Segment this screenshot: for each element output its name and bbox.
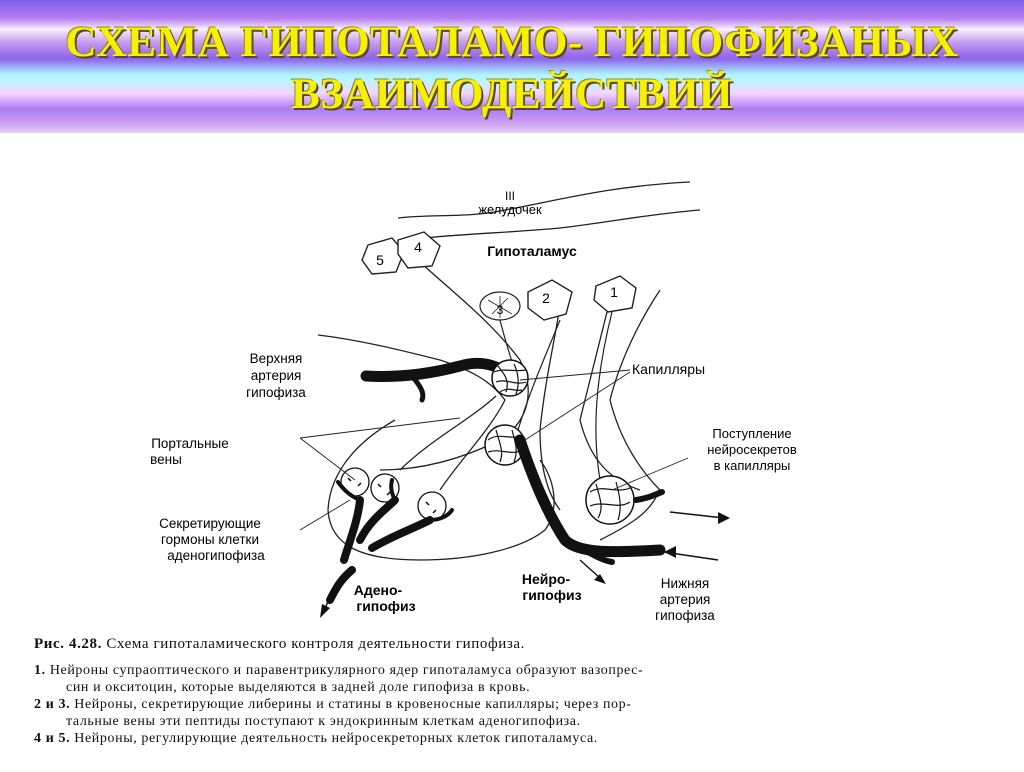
entry-label-2: нейросекретов: [707, 442, 797, 457]
neurohypophysis-outline: [599, 289, 661, 541]
leader-portal-2: [299, 417, 461, 439]
leader-secreting: [299, 499, 351, 531]
caption-paragraph-3-number: 4 и 5.: [34, 731, 71, 746]
portal-veins-label-2: вены: [150, 452, 182, 467]
caption-paragraph-1-text-2: син и окситоцин, которые выделяются в за…: [66, 680, 531, 695]
adeno-arrowhead: [320, 604, 330, 618]
figure-number: Рис. 4.28.: [34, 636, 102, 652]
capillary-loops-3: [589, 481, 631, 521]
caption-paragraph-2-number: 2 и 3.: [34, 697, 71, 712]
figure-caption-title: Рис. 4.28. Схема гипоталамического контр…: [34, 636, 525, 653]
lower-artery-arrowhead: [664, 546, 676, 558]
primary-capillary-plexus: [491, 359, 529, 397]
capillary-loops: [493, 363, 527, 395]
axon-2: [517, 319, 561, 431]
portal-veins-label-1: Портальные: [151, 436, 229, 451]
neuro-outflow-arrow: [579, 559, 601, 579]
caption-paragraph-1-number: 1.: [34, 663, 46, 678]
neuron-4: [397, 231, 441, 269]
neuron-1-number: 1: [610, 284, 618, 300]
diagram-figure: III желудочек Гипоталамус 4 5 2 1 3 Верх…: [0, 133, 1024, 767]
neuro-arrowhead: [594, 574, 606, 584]
neuron-5: [361, 237, 405, 275]
axon-1: [595, 311, 613, 481]
stalk-outline-right: [579, 299, 641, 491]
caption-paragraph-2-line-1: 2 и 3. Нейроны, секретирующие либерины и…: [34, 697, 632, 713]
adeno-venous-twigs: [336, 478, 454, 522]
neurohypophysis-label-2: гипофиз: [522, 587, 581, 603]
upper-artery-label-3: гипофиза: [246, 385, 306, 400]
ventricle-wall-lower: [424, 209, 701, 239]
brain-outline-left: [317, 334, 506, 401]
entry-arrow: [669, 511, 725, 519]
ventricle-number: III: [505, 189, 515, 203]
hypothalamus-label: Гипоталамус: [487, 243, 577, 259]
neuron-3-number: 3: [497, 303, 504, 317]
hypothalamus-pituitary-diagram: III желудочек Гипоталамус 4 5 2 1 3 Верх…: [150, 181, 797, 623]
entry-label-3: в капилляры: [714, 458, 791, 473]
adeno-cell-dots: [347, 477, 437, 514]
neuron-1: [593, 275, 637, 313]
caption-paragraph-1-line-1: 1. Нейроны супраоптического и паравентри…: [34, 663, 643, 679]
upper-artery-branch: [407, 371, 426, 403]
figure-title: Схема гипоталамического контроля деятель…: [106, 636, 526, 652]
neurohypophysis-capillaries: [585, 475, 635, 525]
leader-portal-1: [299, 437, 356, 481]
caption-paragraph-3-line-1: 4 и 5. Нейроны, регулирующие деятельност…: [34, 731, 598, 747]
neuron-4-number: 4: [414, 239, 422, 255]
lower-artery-label-2: артерия: [660, 592, 711, 607]
upper-artery-label-1: Верхняя: [250, 351, 303, 366]
caption-paragraph-2-text-2: тальные вены эти пептиды поступают к энд…: [66, 714, 581, 729]
secreting-label-2: гормоны клетки: [161, 532, 259, 547]
secreting-label-3: аденогипофиза: [167, 548, 265, 563]
neuron-3-fibers: [487, 296, 513, 318]
secreting-label-1: Секретирующие: [159, 516, 261, 531]
ventricle-label: желудочек: [478, 202, 542, 217]
portal-vein-2: [439, 399, 506, 491]
portal-vein-1: [399, 395, 497, 471]
title-banner: СХЕМА ГИПОТАЛАМО- ГИПОФИЗАНЫХ ВЗАИМОДЕЙС…: [0, 0, 1024, 133]
neuron-2-number: 2: [542, 290, 550, 306]
entry-label-1: Поступление: [712, 426, 791, 441]
caption-paragraph-3-text-1: Нейроны, регулирующие деятельность нейро…: [74, 731, 598, 746]
adeno-venous-tree: [326, 496, 434, 604]
lower-artery-label-3: гипофиза: [655, 608, 715, 623]
neurohypophysis-label-1: Нейро-: [522, 571, 571, 587]
leader-capillaries-2: [524, 371, 631, 441]
slide-title-line-1: СХЕМА ГИПОТАЛАМО- ГИПОФИЗАНЫХ: [65, 19, 959, 66]
capillaries-label: Капилляры: [632, 361, 705, 377]
lower-artery-branch-2: [563, 537, 615, 565]
capillary-loops-2: [487, 429, 523, 463]
ventricle-wall-upper: [397, 181, 691, 219]
caption-paragraph-2-text-1: Нейроны, секретирующие либерины и статин…: [74, 697, 632, 712]
lower-artery-branch: [633, 489, 665, 503]
neuron-5-number: 5: [376, 252, 384, 268]
leader-capillaries-1: [519, 369, 631, 381]
adenohypophysis-label-2: гипофиз: [356, 598, 415, 614]
caption-paragraph-1-text-1: Нейроны супраоптического и паравентрикул…: [49, 663, 644, 678]
neuron-2: [527, 279, 573, 321]
entry-arrowhead: [718, 512, 730, 524]
leader-entry: [611, 457, 689, 491]
adenohypophysis-label-1: Адено-: [354, 582, 403, 598]
upper-artery-label-2: артерия: [251, 368, 302, 383]
slide-title-line-2: ВЗАИМОДЕЙСТВИЙ: [291, 71, 733, 118]
adeno-cell-3: [417, 491, 447, 521]
lower-artery-label-1: Нижняя: [661, 576, 709, 591]
upper-hypophyseal-artery: [360, 357, 511, 382]
